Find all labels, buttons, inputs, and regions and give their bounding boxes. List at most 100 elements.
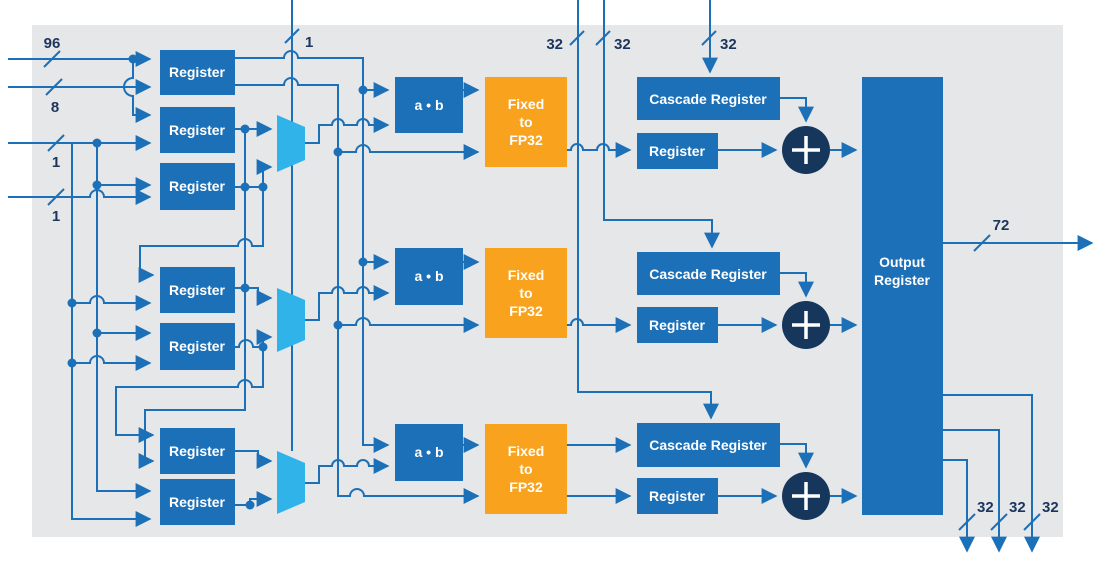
wire-row1-to-row2: [138, 187, 264, 283]
input-register-1-2-label: Register: [169, 122, 226, 138]
fixed-to-fp32-3: [485, 424, 567, 514]
slash-out-a: [1023, 513, 1041, 531]
junction-dots: [67, 54, 368, 510]
slash-casc-right: [701, 30, 717, 46]
wire-reg22-out: [235, 339, 263, 348]
wire-bypass-row1: [338, 144, 480, 160]
input-register-2-1-label: Register: [169, 282, 226, 298]
pipeline-register-2-label: Register: [649, 317, 706, 333]
label-input-1a: 1: [52, 154, 60, 171]
wire-casc1-out: [780, 97, 814, 123]
plus-icon: [792, 136, 820, 164]
plus-icon: [792, 482, 820, 510]
input-register-1-1-label: Register: [169, 64, 226, 80]
slash-96: [43, 50, 61, 68]
adder-1: [782, 126, 830, 174]
output-register: [862, 77, 943, 515]
cascade-register-2-label: Cascade Register: [649, 266, 767, 282]
multiplier-2-label: a • b: [414, 268, 443, 284]
input-register-1-2: [160, 107, 235, 153]
wire-casc2-out: [780, 272, 814, 298]
fixed-to-fp32-3-line1: Fixed: [508, 443, 545, 459]
wire-bus-x72-br1: [72, 295, 152, 311]
fixed-to-fp32-3-line2: to: [519, 461, 532, 477]
slash-8: [45, 78, 63, 96]
cascade-register-3: [637, 423, 780, 467]
cascade-register-3-label: Cascade Register: [649, 437, 767, 453]
wire-bypass-row2: [338, 317, 480, 333]
wire-reg31-out: [235, 450, 273, 469]
wire-feedthrough-x245: [138, 129, 246, 469]
label-cascade-left-32: 32: [546, 36, 563, 53]
adder-3: [782, 472, 830, 520]
input-register-3-1-label: Register: [169, 443, 226, 459]
bus-width-slashes: [43, 28, 1041, 531]
fixed-to-fp32-2: [485, 248, 567, 338]
slash-select: [284, 28, 300, 44]
slash-out-c: [958, 513, 976, 531]
wire-mux2-out: [305, 285, 390, 321]
output-register-line2: Register: [874, 272, 931, 288]
wire-mux1-in2: [256, 159, 273, 187]
fixed-to-fp32-2-line3: FP32: [509, 303, 543, 319]
pipeline-register-1: [637, 133, 718, 169]
wire-mux1-out: [305, 117, 390, 144]
output-register-line1: Output: [879, 254, 925, 270]
fixed-to-fp32-1-line2: to: [519, 114, 532, 130]
plus-icon: [792, 311, 820, 339]
slash-out-b: [990, 513, 1008, 531]
mux-1: [277, 115, 305, 172]
label-cascade-right-32: 32: [720, 36, 737, 53]
wire-casc3-out: [780, 443, 814, 469]
input-register-1-3-label: Register: [169, 178, 226, 194]
multiplier-1-label: a • b: [414, 97, 443, 113]
cascade-register-1-label: Cascade Register: [649, 91, 767, 107]
multiplier-2: [395, 248, 463, 305]
input-register-3-2: [160, 479, 235, 525]
fixed-to-fp32-1-line1: Fixed: [508, 96, 545, 112]
wire-out-a: [943, 394, 1040, 553]
slash-casc-left: [569, 30, 585, 46]
pipeline-register-3-label: Register: [649, 488, 706, 504]
label-cascade-mid-32: 32: [614, 36, 631, 53]
slash-1b: [47, 188, 65, 206]
wire-bus-x133: [123, 59, 152, 123]
wire-bus-x72: [71, 143, 152, 527]
pipeline-register-3: [637, 478, 718, 514]
input-register-2-2: [160, 323, 235, 370]
mux-3: [277, 451, 305, 514]
input-register-3-2-label: Register: [169, 494, 226, 510]
wire-bus-x97: [96, 143, 152, 499]
mux-2: [277, 288, 305, 352]
multiplier-3-label: a • b: [414, 444, 443, 460]
label-out-c-32: 32: [977, 499, 994, 516]
label-out-a-32: 32: [1042, 499, 1059, 516]
slash-casc-mid: [595, 30, 611, 46]
label-input-96: 96: [44, 35, 61, 52]
slash-1a: [47, 134, 65, 152]
multiplier-3: [395, 424, 463, 481]
input-register-3-1: [160, 428, 235, 474]
wire-row2-to-row3: [115, 347, 264, 443]
wire-reg11-out-a: [235, 50, 390, 453]
pipeline-register-2: [637, 307, 718, 343]
label-input-1b: 1: [52, 208, 60, 225]
fixed-to-fp32-1-line3: FP32: [509, 132, 543, 148]
wire-cascade-chain-b: [603, 0, 720, 249]
input-register-1-3: [160, 163, 235, 210]
wire-reg11-out-b: [235, 77, 480, 504]
label-out-b-32: 32: [1009, 499, 1026, 516]
wire-cascade-chain-a: [577, 0, 719, 420]
input-register-2-1: [160, 267, 235, 313]
label-result-72: 72: [993, 217, 1010, 234]
input-register-2-2-label: Register: [169, 338, 226, 354]
cascade-register-2: [637, 252, 780, 295]
slash-72: [973, 234, 991, 252]
fixed-to-fp32-2-line1: Fixed: [508, 267, 545, 283]
wire-bus-x72-br2: [72, 355, 152, 371]
wire-mux3-out: [305, 458, 390, 484]
fixed-to-fp32-2-line2: to: [519, 285, 532, 301]
wire-layer: [8, 0, 1094, 553]
